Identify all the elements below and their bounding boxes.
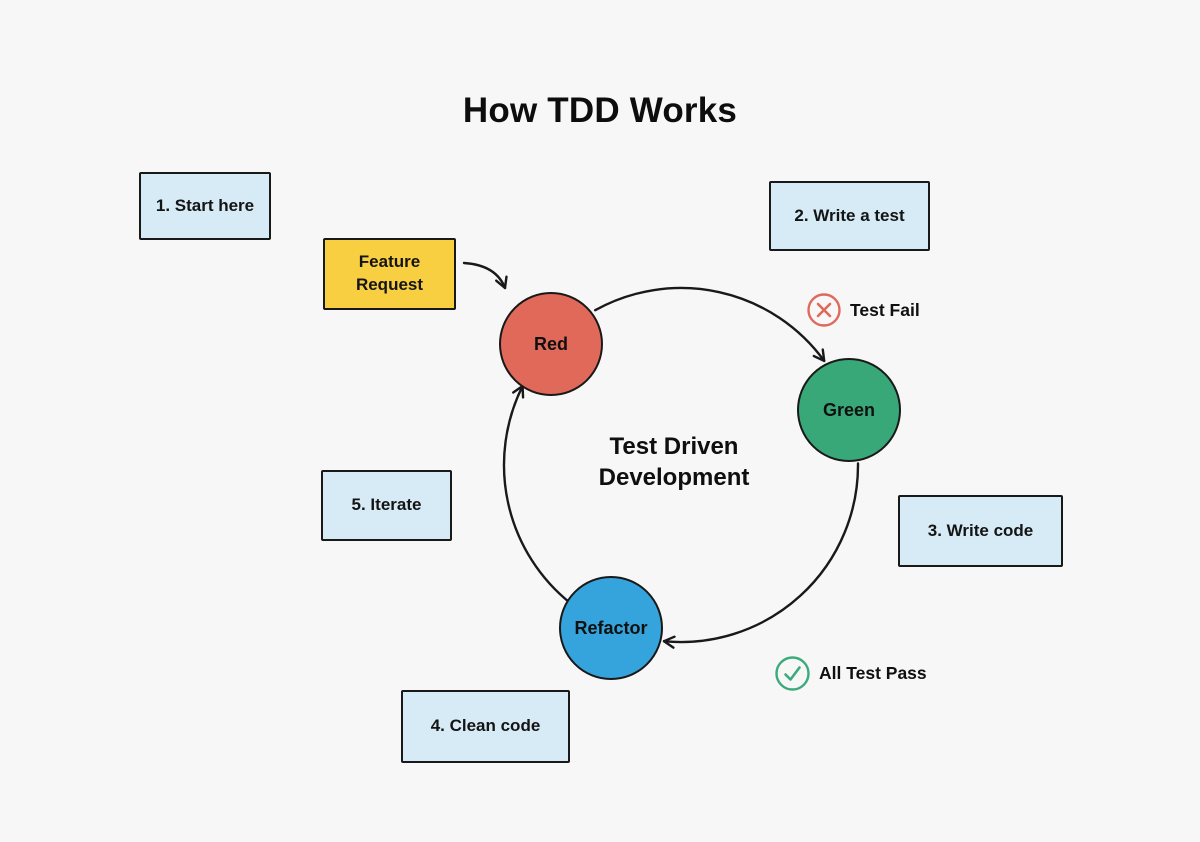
cycle-center-caption-line2: Development	[598, 464, 750, 491]
arrow-red-to-green	[594, 286, 826, 363]
step-box-start-here: 1. Start here	[139, 172, 271, 240]
page-title: How TDD Works	[462, 91, 738, 130]
step-box-write-code: 3. Write code	[898, 495, 1063, 567]
x-circle-icon	[807, 293, 841, 327]
test-fail-badge: Test Fail	[806, 292, 920, 328]
cycle-center-caption: Test Driven Development	[524, 431, 824, 493]
arrow-green-to-refactor	[662, 462, 860, 649]
step-box-iterate: 5. Iterate	[321, 470, 452, 541]
arrow-refactor-to-red	[502, 384, 572, 605]
node-green: Green	[797, 358, 901, 462]
node-refactor: Refactor	[559, 576, 663, 680]
test-fail-label: Test Fail	[850, 299, 920, 320]
step-box-clean-code: 4. Clean code	[401, 690, 570, 763]
all-test-pass-badge: All Test Pass	[774, 655, 927, 692]
check-circle-icon	[775, 656, 810, 691]
step-box-write-a-test: 2. Write a test	[769, 181, 930, 251]
feature-request-box: Feature Request	[323, 238, 456, 310]
all-test-pass-label: All Test Pass	[819, 663, 927, 683]
cycle-center-caption-line1: Test Driven	[609, 433, 739, 460]
arrow-feature-to-red	[462, 261, 508, 290]
node-red: Red	[499, 292, 603, 396]
